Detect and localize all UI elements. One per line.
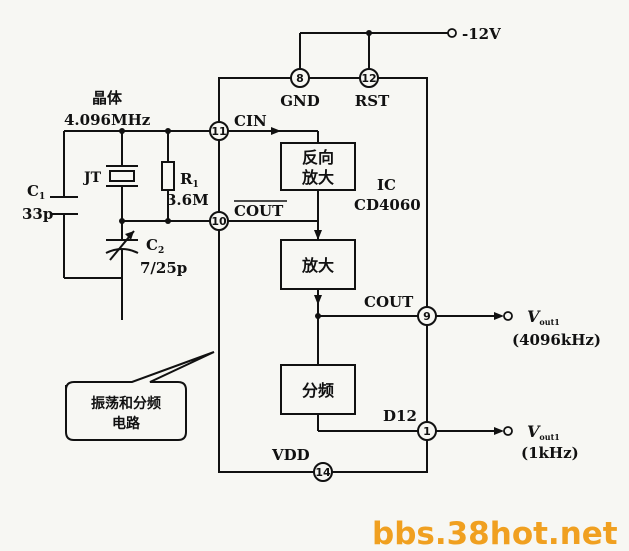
junction-cout xyxy=(315,313,321,319)
amp-label: 放大 xyxy=(301,256,334,275)
out2-frequency: (1kHz) xyxy=(521,444,579,462)
pin-8-number: 8 xyxy=(296,72,304,85)
out1-arrow xyxy=(494,312,504,320)
cin-label: CIN xyxy=(234,112,267,130)
out2-name: Vout1 xyxy=(527,422,560,442)
pin-11-circle xyxy=(209,121,229,141)
crystal-title: 晶体 xyxy=(92,89,123,107)
pin-10-number: 10 xyxy=(211,215,227,228)
callout-line1: 振荡和分频 xyxy=(91,395,161,412)
pin-9-number: 9 xyxy=(423,310,431,323)
cout-label: COUT xyxy=(364,293,414,311)
pin-1-number: 1 xyxy=(423,425,431,438)
c2-trim-arrow xyxy=(125,231,134,240)
rst-label: RST xyxy=(355,92,390,110)
divider-label: 分频 xyxy=(302,381,334,400)
pin-11-number: 11 xyxy=(211,125,226,138)
r1-body xyxy=(161,161,175,191)
pin-14-number: 14 xyxy=(315,466,331,479)
pin-9-circle xyxy=(417,306,437,326)
vdd-label: VDD xyxy=(271,446,310,464)
c2-plate-bottom xyxy=(105,248,139,254)
c1-name: C1 xyxy=(27,182,45,202)
junction-crystal-top xyxy=(119,128,125,134)
inverting-amplifier-block xyxy=(280,142,356,191)
supply-label: -12V xyxy=(462,25,501,43)
crystal-body xyxy=(109,170,135,182)
pin-12-number: 12 xyxy=(361,72,376,85)
amp-out-arrow xyxy=(314,295,322,305)
pin-10-circle xyxy=(209,211,229,231)
pin-8-circle xyxy=(290,68,310,88)
out2-terminal xyxy=(503,426,513,436)
ic-part-number: CD4060 xyxy=(354,196,421,214)
cin-arrow xyxy=(271,127,281,135)
inv-amp-label-line2: 放大 xyxy=(301,168,334,187)
cout-bar-label: COUT xyxy=(234,202,284,220)
d12-label: D12 xyxy=(383,407,417,425)
r1-value: 3.6M xyxy=(166,191,209,209)
crystal-name: JT xyxy=(82,170,102,186)
callout-bubble xyxy=(65,351,215,441)
c2-name: C2 xyxy=(146,236,164,256)
out1-frequency: (4096kHz) xyxy=(512,331,601,349)
crystal-frequency: 4.096MHz xyxy=(64,111,151,129)
supply-terminal xyxy=(447,28,457,38)
callout-line2: 电路 xyxy=(112,415,141,432)
inv-amp-arrow xyxy=(314,230,322,240)
out1-name: Vout1 xyxy=(527,307,560,327)
ic-title: IC xyxy=(377,176,396,194)
pin-14-circle xyxy=(313,462,333,482)
inv-amp-label-line1: 反向 xyxy=(302,148,334,167)
gnd-label: GND xyxy=(280,92,320,110)
c1-value: 33p xyxy=(22,205,53,223)
junction-crystal-bottom xyxy=(119,218,125,224)
pin-12-circle xyxy=(359,68,379,88)
r1-name: R1 xyxy=(180,170,199,190)
junction-r1-bottom xyxy=(165,218,171,224)
junction-rst xyxy=(366,30,372,36)
junction-r1-top xyxy=(165,128,171,134)
pin-1-circle xyxy=(417,421,437,441)
out2-arrow xyxy=(494,427,504,435)
c2-value: 7/25p xyxy=(140,259,187,277)
watermark: bbs.38hot.net xyxy=(372,516,618,551)
divider-block xyxy=(280,364,356,415)
out1-terminal xyxy=(503,311,513,321)
